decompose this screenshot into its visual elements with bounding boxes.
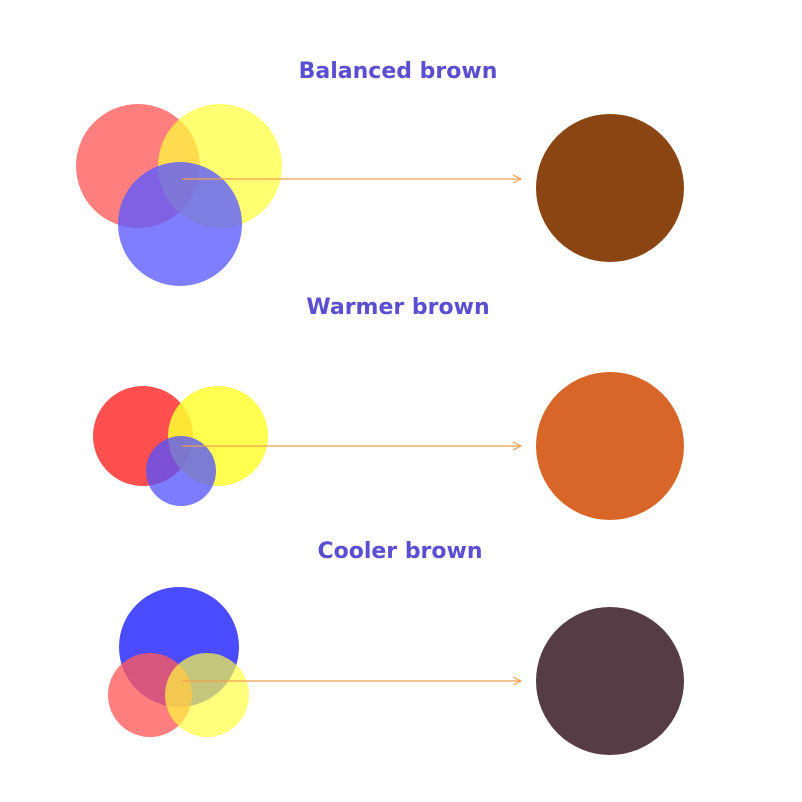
result-circle	[536, 114, 684, 262]
mix-circles	[108, 587, 249, 737]
row-cooler: Cooler brown	[108, 539, 684, 755]
blue-circle	[146, 436, 216, 506]
row-title: Balanced brown	[299, 59, 498, 84]
yellow-circle	[165, 653, 249, 737]
row-title: Warmer brown	[306, 295, 489, 320]
row-title: Cooler brown	[317, 539, 482, 564]
result-circle	[536, 607, 684, 755]
row-balanced: Balanced brown	[76, 59, 684, 286]
blue-circle	[118, 162, 242, 286]
row-warmer: Warmer brown	[93, 295, 684, 520]
mix-circles	[76, 104, 282, 286]
result-circle	[536, 372, 684, 520]
mix-circles	[93, 386, 268, 506]
